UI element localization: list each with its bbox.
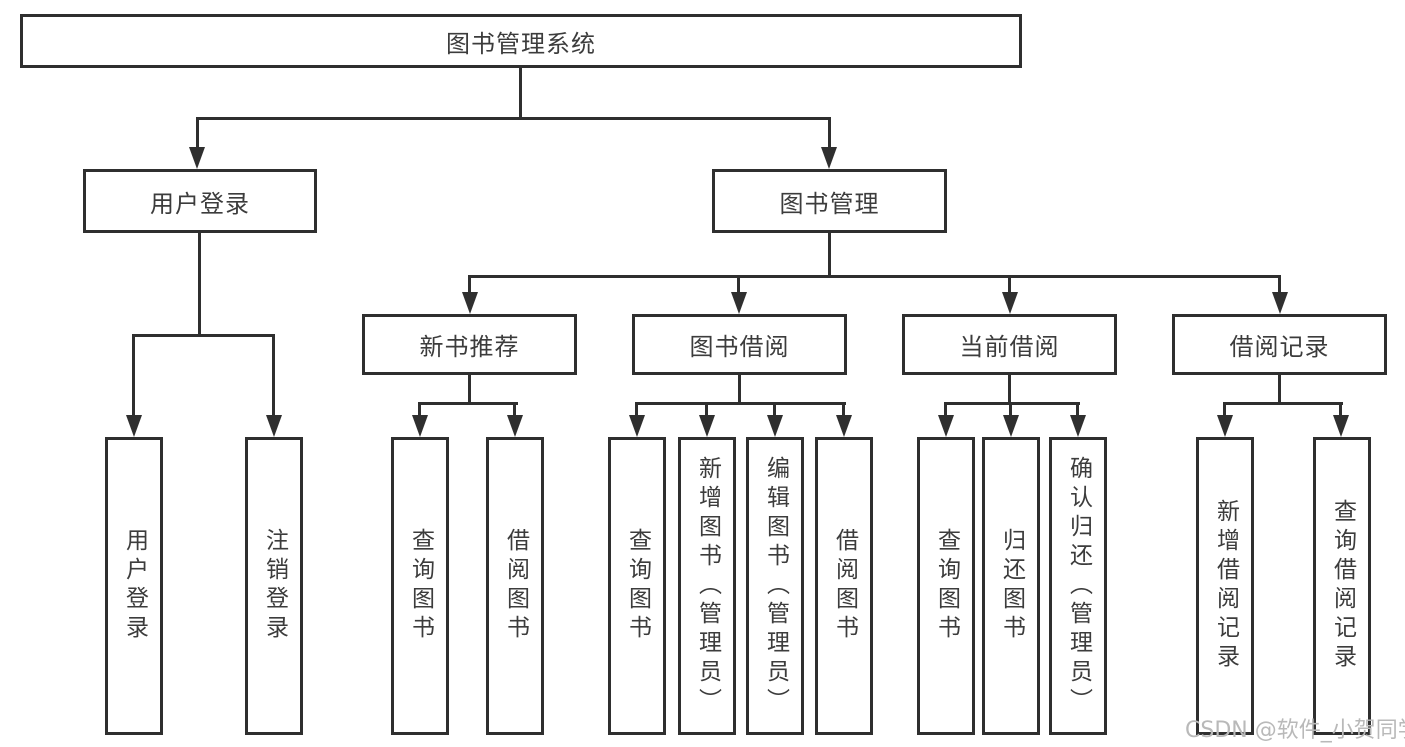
connector-line bbox=[196, 117, 831, 120]
arrow-down-icon bbox=[1002, 292, 1018, 314]
connector-line bbox=[196, 117, 199, 150]
connector-line bbox=[418, 402, 421, 418]
leaf-return-books: 归还图书 bbox=[982, 437, 1040, 735]
arrow-down-icon bbox=[412, 415, 428, 437]
connector-line bbox=[828, 117, 831, 150]
connector-line bbox=[738, 375, 741, 405]
connector-line bbox=[773, 402, 776, 418]
node-label: 当前借阅 bbox=[959, 333, 1060, 361]
leaf-query-books-recommend: 查询图书 bbox=[391, 437, 449, 735]
connector-line bbox=[468, 275, 471, 295]
node-current-borrowing: 当前借阅 bbox=[902, 314, 1117, 375]
arrow-down-icon bbox=[1070, 415, 1086, 437]
connector-line bbox=[1339, 402, 1342, 418]
leaf-label: 确认归还（管理员） bbox=[1065, 455, 1092, 717]
arrow-down-icon bbox=[1217, 415, 1233, 437]
node-label: 用户登录 bbox=[150, 189, 250, 218]
connector-line bbox=[468, 375, 471, 405]
leaf-label: 查询图书 bbox=[933, 528, 960, 644]
connector-line bbox=[944, 402, 1080, 405]
node-new-book-recommend: 新书推荐 bbox=[362, 314, 577, 375]
arrow-down-icon bbox=[1003, 415, 1019, 437]
arrow-down-icon bbox=[462, 292, 478, 314]
connector-line bbox=[1278, 375, 1281, 405]
leaf-add-borrow-record: 新增借阅记录 bbox=[1196, 437, 1254, 735]
arrow-down-icon bbox=[767, 415, 783, 437]
node-system-root: 图书管理系统 bbox=[20, 14, 1022, 68]
node-label: 图书借阅 bbox=[689, 333, 790, 361]
connector-line bbox=[1076, 402, 1079, 418]
arrow-down-icon bbox=[507, 415, 523, 437]
connector-line bbox=[828, 233, 831, 278]
leaf-logout: 注销登录 bbox=[245, 437, 303, 735]
connector-line bbox=[1008, 275, 1011, 295]
leaf-borrow-books-borrowing: 借阅图书 bbox=[815, 437, 873, 735]
leaf-label: 查询图书 bbox=[407, 528, 434, 644]
arrow-down-icon bbox=[1333, 415, 1349, 437]
leaf-label: 查询图书 bbox=[624, 528, 651, 644]
arrow-down-icon bbox=[126, 415, 142, 437]
connector-line bbox=[705, 402, 708, 418]
csdn-watermark: CSDN @软件_小贺同学 bbox=[1185, 718, 1405, 743]
leaf-label: 用户登录 bbox=[121, 528, 148, 644]
leaf-label: 归还图书 bbox=[998, 528, 1025, 644]
arrow-down-icon bbox=[629, 415, 645, 437]
node-book-management: 图书管理 bbox=[712, 169, 947, 233]
arrow-down-icon bbox=[731, 292, 747, 314]
leaf-user-login: 用户登录 bbox=[105, 437, 163, 735]
leaf-label: 查询借阅记录 bbox=[1329, 499, 1356, 673]
leaf-edit-books-admin: 编辑图书（管理员） bbox=[746, 437, 804, 735]
node-label: 图书管理 bbox=[779, 189, 880, 218]
connector-line bbox=[1278, 275, 1281, 295]
leaf-query-borrow-record: 查询借阅记录 bbox=[1313, 437, 1371, 735]
connector-line bbox=[198, 233, 201, 337]
arrow-down-icon bbox=[699, 415, 715, 437]
leaf-confirm-return-admin: 确认归还（管理员） bbox=[1049, 437, 1107, 735]
leaf-label: 新增借阅记录 bbox=[1212, 499, 1239, 673]
connector-line bbox=[635, 402, 638, 418]
leaf-label: 新增图书（管理员） bbox=[694, 455, 721, 717]
connector-line bbox=[842, 402, 845, 418]
connector-line bbox=[418, 402, 518, 405]
arrow-down-icon bbox=[836, 415, 852, 437]
connector-line bbox=[513, 402, 516, 418]
connector-line bbox=[1223, 402, 1343, 405]
connector-line bbox=[468, 275, 1281, 278]
arrow-down-icon bbox=[189, 147, 205, 169]
node-user-login: 用户登录 bbox=[83, 169, 317, 233]
arrow-down-icon bbox=[821, 147, 837, 169]
leaf-label: 注销登录 bbox=[261, 528, 288, 644]
leaf-label: 编辑图书（管理员） bbox=[762, 455, 789, 717]
connector-line bbox=[944, 402, 947, 418]
connector-line bbox=[1223, 402, 1226, 418]
leaf-add-books-admin: 新增图书（管理员） bbox=[678, 437, 736, 735]
connector-line bbox=[272, 334, 275, 418]
leaf-query-books-borrowing: 查询图书 bbox=[608, 437, 666, 735]
node-label: 新书推荐 bbox=[419, 333, 520, 361]
leaf-label: 借阅图书 bbox=[502, 528, 529, 644]
connector-line bbox=[132, 334, 135, 418]
node-label: 借阅记录 bbox=[1229, 333, 1330, 361]
arrow-down-icon bbox=[938, 415, 954, 437]
connector-line bbox=[635, 402, 846, 405]
connector-line bbox=[132, 334, 275, 337]
leaf-query-books-current: 查询图书 bbox=[917, 437, 975, 735]
connector-line bbox=[519, 68, 522, 119]
node-label: 图书管理系统 bbox=[446, 29, 596, 58]
connector-line bbox=[737, 275, 740, 295]
node-borrow-records: 借阅记录 bbox=[1172, 314, 1387, 375]
connector-line bbox=[1009, 402, 1012, 418]
connector-line bbox=[1008, 375, 1011, 405]
leaf-borrow-books-recommend: 借阅图书 bbox=[486, 437, 544, 735]
leaf-label: 借阅图书 bbox=[831, 528, 858, 644]
arrow-down-icon bbox=[1272, 292, 1288, 314]
arrow-down-icon bbox=[266, 415, 282, 437]
node-book-borrowing: 图书借阅 bbox=[632, 314, 847, 375]
